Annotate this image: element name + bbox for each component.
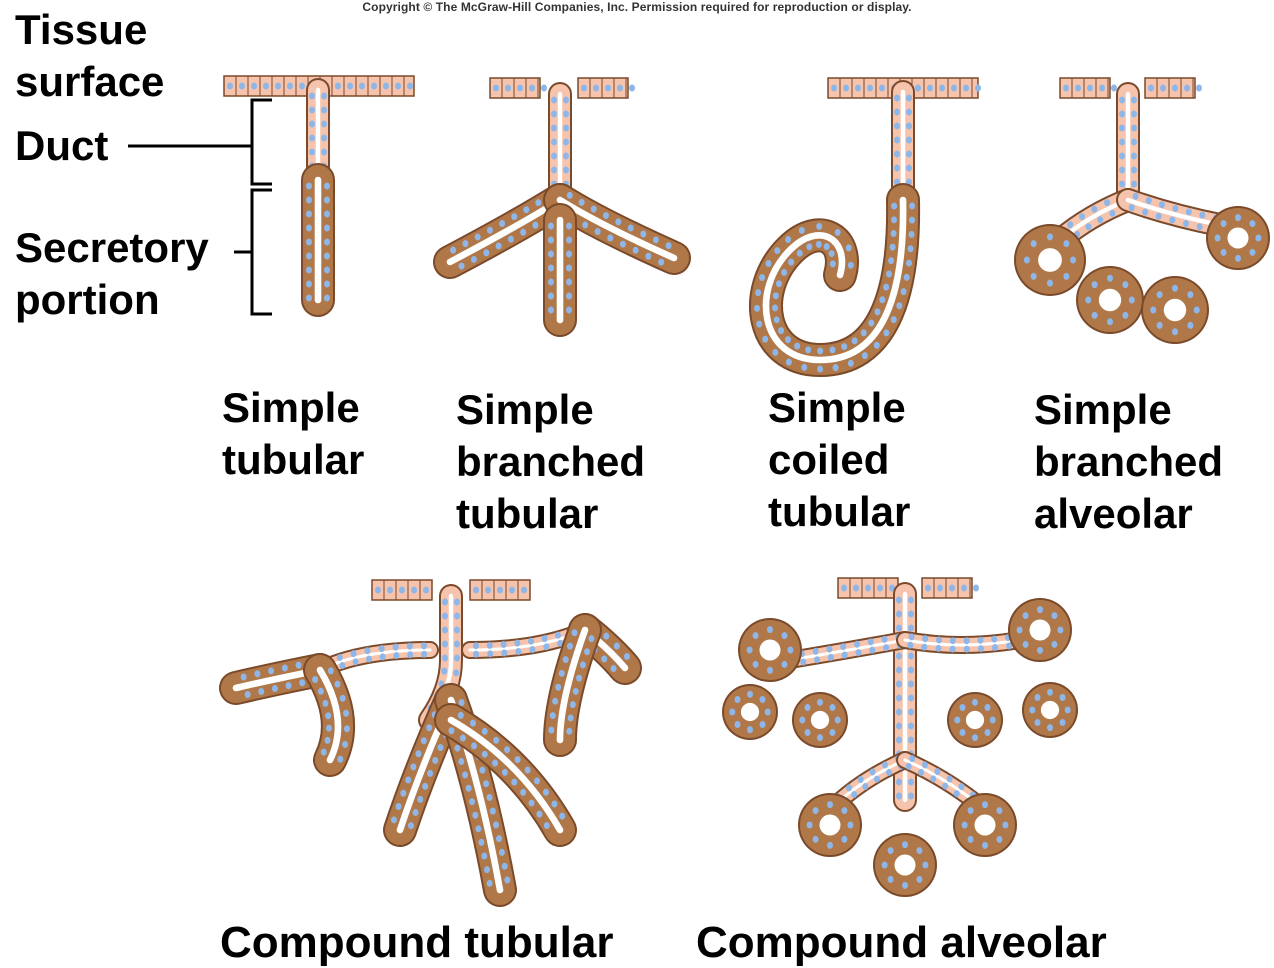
ca-alveolus-3 [792,692,848,748]
surface-branched-right [578,78,635,98]
ca-alveolus-8 [953,793,1017,857]
surface-compound-tubular-left [372,580,432,600]
alveolus-left [1014,224,1086,296]
secretory-branch-center [548,220,572,320]
alveolus-lower-right [1141,276,1209,344]
surface-alveolar-left [1060,78,1117,98]
duct-simple-branched-alveolar [1119,94,1137,202]
ca-alveolus-6 [947,692,1003,748]
surface-alveolar-right [1145,78,1202,98]
ca-alveolus-1 [738,618,802,682]
ca-alveolus-9 [873,833,937,897]
ca-alveolus-5 [1022,682,1078,738]
ca-alveolus-4 [1008,598,1072,662]
branch-alveolar-right [1128,193,1220,233]
duct-bracket [252,100,272,184]
alveolus-lower-left [1076,266,1144,334]
duct-ca-right [905,633,1020,652]
legend-brackets [128,100,272,314]
ca-alveolus-2 [722,684,778,740]
surface-compound-tubular-right [470,580,530,600]
alveolus-right [1206,206,1270,270]
ct-tube-2 [312,667,350,762]
ca-alveolus-7 [798,793,862,857]
secretory-simple-tubular [306,180,330,302]
secretory-bracket [252,190,272,314]
surface-compound-alveolar-left [838,578,898,598]
surface-branched-left [490,78,547,98]
duct-ca-left [790,633,905,665]
surface-compound-alveolar-right [922,578,979,598]
secretory-coil [754,200,915,372]
gland-shapes [224,76,1270,897]
